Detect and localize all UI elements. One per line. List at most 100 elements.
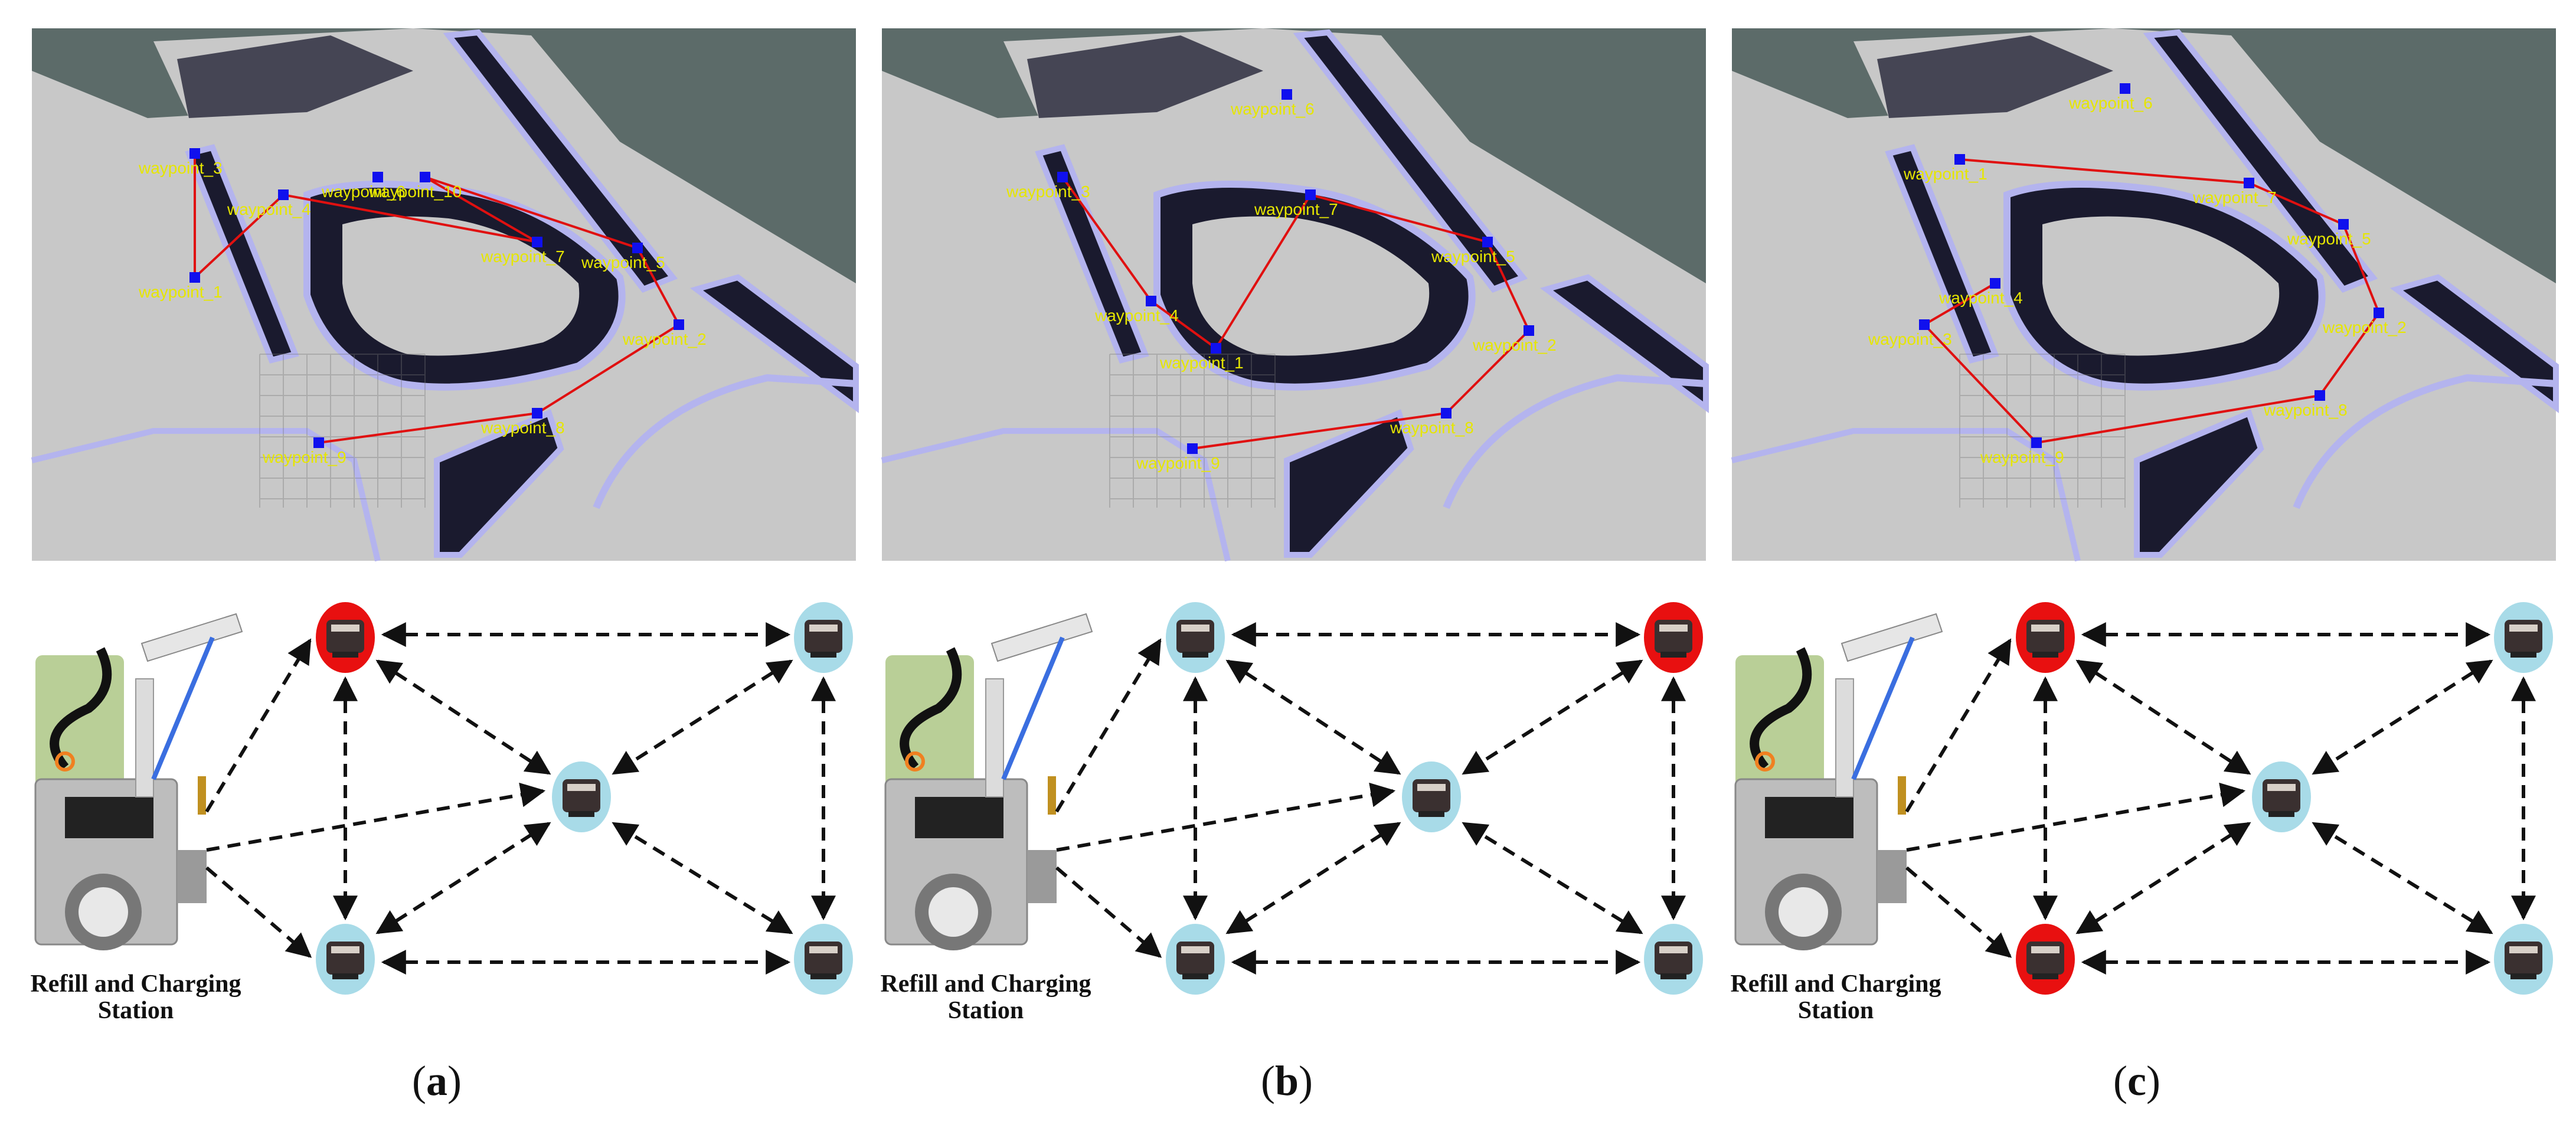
robot-top-right <box>2494 602 2553 673</box>
waypoint-marker <box>2315 390 2325 401</box>
robot-base <box>2032 652 2058 658</box>
link-station-center <box>1906 782 2246 852</box>
waypoint-label: waypoint_3 <box>1868 330 1952 348</box>
obstacle-bottom <box>434 409 564 558</box>
waypoint-marker <box>1524 325 1534 336</box>
wall-curve <box>2293 374 2557 509</box>
handle <box>198 776 206 815</box>
caption-open: ( <box>412 1057 426 1104</box>
waypoint: waypoint_7 <box>1254 189 1338 218</box>
obstacle-top <box>177 35 413 118</box>
floor-grid <box>1109 354 1276 508</box>
robot-base <box>332 973 358 979</box>
panel-caption: (c) <box>2113 1057 2160 1104</box>
arm-cable <box>1001 636 1065 780</box>
waypoint-label: waypoint_9 <box>262 448 346 466</box>
waypoint-marker <box>1057 172 1068 182</box>
truck-window <box>65 797 153 838</box>
link-tr-center <box>612 659 793 775</box>
robot-panel <box>2031 946 2060 953</box>
link-station-top-left <box>1055 638 1162 813</box>
waypoint: waypoint_1 <box>1903 154 1987 183</box>
robot-center <box>1402 761 1461 832</box>
waypoint-marker <box>1305 189 1316 200</box>
obstacle-right-block <box>689 274 859 413</box>
waypoint: waypoint_5 <box>581 243 665 272</box>
obstacle-left-triangle <box>1035 144 1149 364</box>
robot-panel <box>331 946 359 953</box>
waypoint-marker <box>632 243 643 253</box>
robot-top-left <box>316 602 375 673</box>
link-station-center <box>206 782 546 852</box>
hose <box>1750 647 1812 771</box>
caption-letter: b <box>1275 1057 1299 1104</box>
waypoint-label: waypoint_8 <box>2263 401 2348 419</box>
wall-bottom <box>31 428 381 562</box>
waypoint-label: waypoint_4 <box>1938 289 2023 307</box>
waypoint-label: waypoint_10 <box>368 182 462 201</box>
occupancy-map: waypoint_1waypoint_2waypoint_3waypoint_4… <box>31 28 859 562</box>
waypoint: waypoint_6 <box>321 172 406 201</box>
station-label-line2: Station <box>948 997 1024 1024</box>
truck-bumper <box>1877 850 1907 903</box>
waypoint: waypoint_2 <box>1472 325 1557 354</box>
robot-top-right <box>794 602 853 673</box>
waypoint: waypoint_2 <box>622 319 707 348</box>
wall-curve <box>1443 374 1707 509</box>
waypoint-label: waypoint_7 <box>480 247 565 266</box>
caption-close: ) <box>1299 1057 1313 1104</box>
arm-mast <box>1835 678 1854 797</box>
nozzle <box>1755 751 1775 772</box>
ring-interior <box>342 216 580 356</box>
robot-base <box>2268 811 2294 817</box>
waypoint-label: waypoint_6 <box>1230 100 1315 118</box>
link-station-center <box>1056 782 1396 852</box>
wall-bottom <box>881 428 1231 562</box>
waypoint-marker <box>372 172 383 182</box>
link-station-bottom-left <box>205 866 312 958</box>
obstacle-strip <box>443 29 678 293</box>
robot-bottom-left <box>1166 924 1225 995</box>
waypoint-marker <box>2120 83 2130 94</box>
waypoint-label: waypoint_4 <box>227 200 311 218</box>
robot-base <box>2510 973 2536 979</box>
arm-mast <box>135 678 154 797</box>
communication-links <box>1055 622 1686 975</box>
arm-boom <box>990 613 1093 662</box>
robot-panel <box>1659 625 1688 632</box>
caption-open: ( <box>2113 1057 2127 1104</box>
robot-base <box>1660 652 1686 658</box>
station-label-line1: Refill and Charging <box>30 970 241 998</box>
nozzle <box>55 751 75 772</box>
waypoint: waypoint_5 <box>1431 237 1515 266</box>
waypoint: waypoint_3 <box>138 148 223 177</box>
robot-bottom-left <box>2016 924 2075 995</box>
waypoint: waypoint_9 <box>1980 437 2064 466</box>
link-bl-center <box>1225 822 1401 934</box>
truck-hub <box>929 887 978 937</box>
waypoint: waypoint_9 <box>262 437 346 466</box>
robot-bottom-right <box>2494 924 2553 995</box>
caption-close: ) <box>2146 1057 2160 1104</box>
waypoint-label: waypoint_8 <box>1390 419 1474 437</box>
waypoint-marker <box>189 272 200 283</box>
arm-cable <box>1851 636 1915 780</box>
truck-hub <box>1779 887 1828 937</box>
robot-base <box>810 973 836 979</box>
robot-panel <box>1181 946 1209 953</box>
link-tl-center <box>1225 659 1401 775</box>
waypoint-marker <box>1211 343 1221 354</box>
waypoint: waypoint_3 <box>1868 319 1952 348</box>
robot-panel <box>2509 625 2538 632</box>
robot-panel <box>331 625 359 632</box>
waypoint: waypoint_4 <box>1938 278 2023 307</box>
waypoint: waypoint_8 <box>2263 390 2348 419</box>
waypoint: waypoint_9 <box>1136 443 1220 472</box>
robot-base <box>2510 652 2536 658</box>
obstacle-bottom <box>2134 409 2264 558</box>
ring-interior <box>1192 216 1430 356</box>
waypoint-label: waypoint_2 <box>622 330 707 348</box>
